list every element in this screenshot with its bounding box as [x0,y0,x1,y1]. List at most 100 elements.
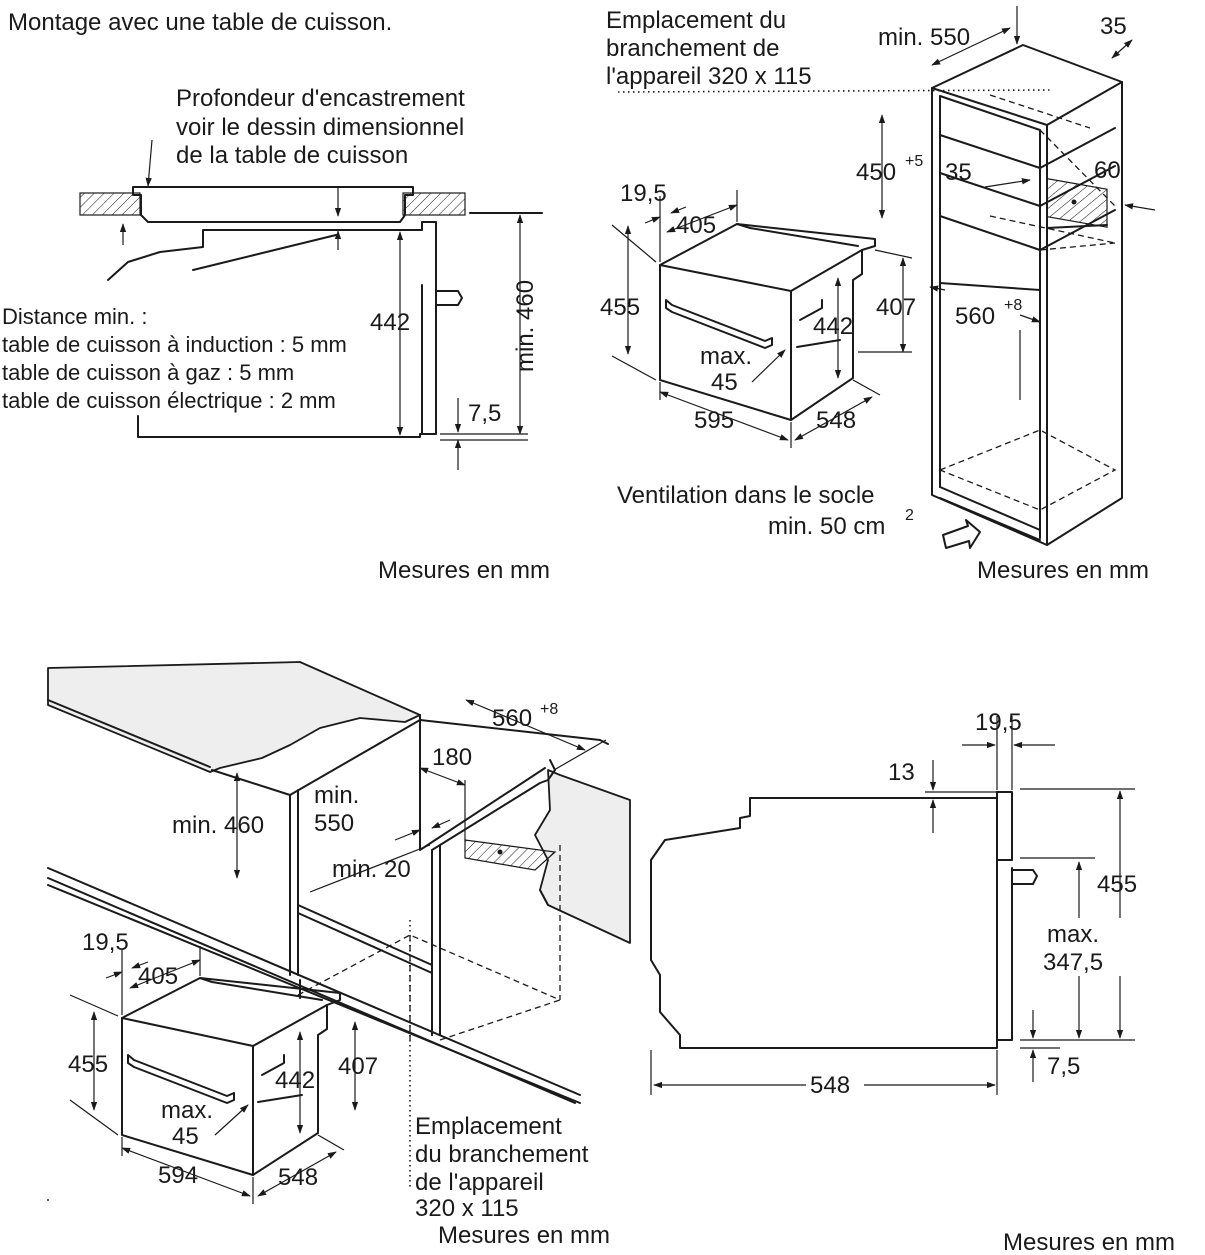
ventilation-line1: Ventilation dans le socle [617,482,875,509]
worktop-hatch-left [79,192,141,216]
dim-35-top-label: 35 [1100,13,1127,40]
diagram-cooktop-section: Montage avec une table de cuisson. Profo… [2,9,550,584]
cabinet-hidden-lines-top [989,94,1116,251]
distance-note-line4: table de cuisson électrique : 2 mm [2,388,336,413]
dim-min-label: min. [314,782,359,809]
dim-label-bg [1062,918,1122,976]
dim-548-ext [650,1050,998,1095]
oven-side-outline [650,791,998,1049]
dim-548-line [257,1151,337,1197]
dim-20-label: min. 20 [332,856,411,883]
cooktop [132,186,414,223]
connection-note-line3: de l'appareil [415,1169,544,1196]
distance-note-line2: table de cuisson à induction : 5 mm [2,332,347,357]
oven-front-panel [996,791,1013,1041]
dim-407-label: 407 [338,1053,378,1080]
dim-195-label: 19,5 [82,929,129,956]
dim-550-line [931,27,1011,66]
shelf-1 [939,127,1116,169]
dim-195-arrow-b [131,961,149,969]
diagram2-units: Mesures en mm [977,557,1149,584]
oven-iso-top-back [736,223,859,247]
dim-560-ext [553,739,607,771]
ventilation-sup: 2 [905,507,914,524]
ventilation-arrow [942,519,981,549]
oven-knob [1011,869,1038,885]
dim-550-arrow-a [394,829,421,841]
oven-iso-edges [659,249,863,421]
dim-20-leader [309,844,431,893]
cabinet-top-edge [1046,81,1123,126]
oven-iso-edges [121,1004,328,1176]
dim-560-sup: +8 [540,701,558,718]
dim-195-arrow-a [105,971,123,979]
dim-455-ext [69,994,119,1136]
connection-note-line2: branchement de [606,35,779,62]
dim-195-ext [996,716,1013,790]
dim-60-arrow [1124,203,1156,211]
dim-195-label: 19,5 [975,709,1022,736]
dim-594-line [121,1147,251,1197]
oven-iso-top-back [199,977,323,1001]
cabinet-top-outline [931,44,1123,546]
ventilation-line2: min. 50 cm [768,513,885,540]
dim-45-label: 45 [172,1123,199,1150]
connection-note-line4: 320 x 115 [415,1195,519,1222]
dim-180-label: 180 [432,744,472,771]
connection-note-line1: Emplacement du [606,7,786,34]
dim-75-label: 7,5 [468,400,501,427]
dim-bottom-ext [121,1134,345,1204]
depth-note-line2: voir le dessin dimensionnel [176,114,464,141]
connection-leader-dotted [617,89,1051,93]
dim-550-label: 550 [314,810,354,837]
diagram1-title: Montage avec une table de cuisson. [8,9,392,36]
dim-455-label: 455 [68,1051,108,1078]
distance-note-line3: table de cuisson à gaz : 5 mm [2,360,294,385]
dim-548-label: 548 [278,1164,318,1191]
dim-460-label: min. 460 [512,280,539,372]
dim-405-label: 405 [676,212,716,239]
dim-594-label: 594 [158,1162,198,1189]
worktop-hatch-right [402,192,466,216]
dim-548-label: 548 [810,1072,850,1099]
dim-405-label: 405 [138,963,178,990]
dim-max-label: max. [700,343,752,370]
diagram-undercounter-iso: 560 +8 180 min. 460 min. 550 min. 20 19,… [47,661,631,1249]
dim-35-label: 35 [945,159,972,186]
dim-407-label: 407 [876,294,916,321]
cabinet-right-wall [431,779,549,1036]
dim-550-arrow-b [431,819,451,829]
oven-iso-lower-line [257,1094,303,1103]
floor-line-2 [47,884,581,1104]
dim-548-label: 548 [816,407,856,434]
dim-595-line [659,391,789,441]
oven-iso-lower-line [796,339,841,348]
dim-560-label: 560 [492,705,532,732]
dim-460-label: min. 460 [172,812,264,839]
dim-75-label: 7,5 [1047,1053,1080,1080]
distance-note-line1: Distance min. : [2,304,148,329]
dim-560-sup: +8 [1004,297,1022,314]
dim-450-label: 450 [856,159,896,186]
diagram3-units: Mesures en mm [438,1222,610,1249]
dim-442-label: 442 [370,309,410,336]
cooktop-leader [192,234,337,271]
dim-45-arrow [214,1104,249,1136]
dim-195-arrow-b [670,206,687,214]
dim-455-ext [611,224,657,381]
dim-195-label: 19,5 [620,180,667,207]
dim-560-arrow-right [1019,314,1041,323]
dim-550-label: min. 550 [878,24,970,51]
oven-outline [107,221,437,438]
dim-405-line [129,959,201,989]
plinth [939,486,1041,541]
dim-442-label: 442 [275,1067,315,1094]
oven-iso-control [799,299,823,321]
dim-548-line [794,396,873,441]
dim-442-label: 442 [813,313,853,340]
diagram4-units: Mesures en mm [1003,1229,1175,1255]
oven-iso-handle [127,1054,235,1104]
dim-45-arrow [751,349,786,383]
dim-180-line [419,767,466,786]
